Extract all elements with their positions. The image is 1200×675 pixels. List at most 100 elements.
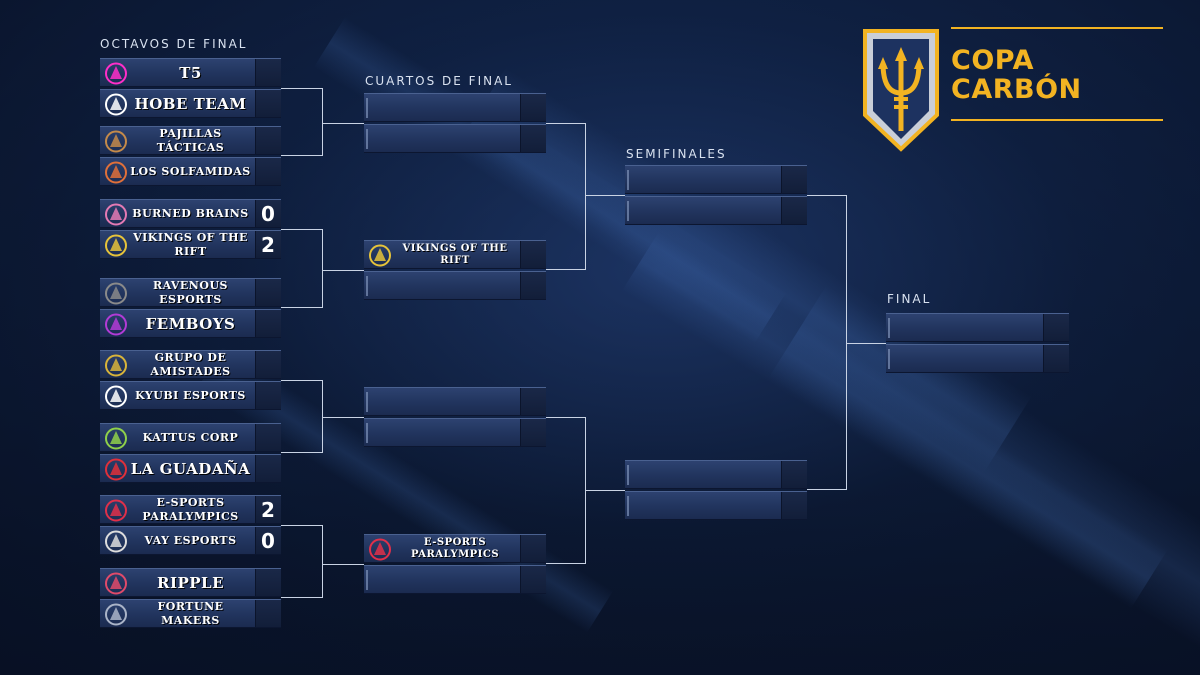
final-slot[interactable] <box>886 313 1069 342</box>
score-box <box>255 279 281 306</box>
qf-slot[interactable] <box>364 271 546 300</box>
team-score <box>520 419 546 446</box>
hobe-team-logo-icon <box>105 93 127 116</box>
ripple-logo-icon <box>105 572 127 595</box>
r16-slot[interactable]: GRUPO DE AMISTADES <box>100 350 281 379</box>
bracket-connector <box>546 417 586 564</box>
score-box <box>520 125 546 152</box>
team-name: BURNED BRAINS <box>132 206 249 220</box>
team-name: VAY ESPORTS <box>144 533 237 547</box>
qf-slot[interactable] <box>364 565 546 594</box>
score-box <box>781 166 807 193</box>
team-name <box>390 388 520 415</box>
sf-slot[interactable] <box>625 491 807 520</box>
sf-slot[interactable] <box>625 196 807 225</box>
team-score <box>255 424 281 451</box>
r16-slot[interactable]: LOS SOLFAMIDAS <box>100 157 281 186</box>
round-label-final: FINAL <box>887 292 932 306</box>
r16-slot[interactable]: FORTUNE MAKERS <box>100 599 281 628</box>
team-score <box>255 310 281 337</box>
sf-slot[interactable] <box>625 165 807 194</box>
r16-slot[interactable]: LA GUADAÑA <box>100 454 281 483</box>
esports-paralympics-logo-icon <box>369 538 391 561</box>
score-box <box>255 527 281 554</box>
team-score <box>520 241 546 268</box>
sf-slot[interactable] <box>625 460 807 489</box>
team-name: HOBE TEAM <box>134 94 247 113</box>
bracket-connector <box>586 195 625 196</box>
team-score <box>255 600 281 627</box>
r16-slot[interactable]: FEMBOYS <box>100 309 281 338</box>
vay-esports-logo-icon <box>105 530 127 553</box>
score-box <box>781 492 807 519</box>
score-box <box>255 351 281 378</box>
bracket-connector <box>281 380 323 453</box>
score-box <box>520 419 546 446</box>
team-name <box>390 272 520 299</box>
team-name: T5 <box>179 63 202 82</box>
femboys-logo-icon <box>105 313 127 336</box>
team-score: 2 <box>261 232 275 257</box>
team-name <box>912 345 1043 372</box>
brand-line-top <box>951 27 1163 29</box>
team-score <box>520 125 546 152</box>
empty-slot-marker <box>627 496 629 516</box>
team-score <box>520 388 546 415</box>
team-name: KYUBI ESPORTS <box>135 388 246 402</box>
score-box <box>255 382 281 409</box>
bracket-connector <box>323 564 364 565</box>
team-score <box>781 166 807 193</box>
score-box <box>520 241 546 268</box>
r16-slot[interactable]: RAVENOUS ESPORTS <box>100 278 281 307</box>
team-name <box>390 419 520 446</box>
r16-slot[interactable]: KATTUS CORP <box>100 423 281 452</box>
team-name: GRUPO DE AMISTADES <box>150 351 231 378</box>
team-score <box>781 461 807 488</box>
team-score <box>255 279 281 306</box>
team-name: LA GUADAÑA <box>130 459 251 478</box>
r16-slot[interactable]: RIPPLE <box>100 568 281 597</box>
team-name <box>912 314 1043 341</box>
team-name <box>390 125 520 152</box>
score-box <box>255 424 281 451</box>
r16-slot[interactable]: HOBE TEAM <box>100 89 281 118</box>
pajillas-tacticas-logo-icon <box>105 130 127 153</box>
qf-slot[interactable]: VIKINGS OF THE RIFT <box>364 240 546 269</box>
team-name: RIPPLE <box>156 573 225 592</box>
qf-slot[interactable] <box>364 93 546 122</box>
empty-slot-marker <box>366 570 368 590</box>
team-score <box>520 566 546 593</box>
team-name: LOS SOLFAMIDAS <box>130 164 251 178</box>
r16-slot[interactable]: KYUBI ESPORTS <box>100 381 281 410</box>
team-score <box>781 197 807 224</box>
empty-slot-marker <box>366 98 368 118</box>
bracket-connector <box>281 525 323 598</box>
r16-slot[interactable]: PAJILLAS TÁCTICAS <box>100 126 281 155</box>
bracket-connector <box>323 417 364 418</box>
team-name: FEMBOYS <box>145 314 236 333</box>
qf-slot[interactable]: E-SPORTS PARALYMPICS <box>364 534 546 563</box>
team-score <box>520 272 546 299</box>
qf-slot[interactable] <box>364 124 546 153</box>
score-box <box>255 310 281 337</box>
score-box <box>1043 345 1069 372</box>
score-box <box>255 200 281 227</box>
kattus-corp-logo-icon <box>105 427 127 450</box>
la-guadana-logo-icon <box>105 458 127 481</box>
score-box <box>255 496 281 523</box>
team-score <box>255 158 281 185</box>
score-box <box>255 455 281 482</box>
empty-slot-marker <box>366 276 368 296</box>
final-slot[interactable] <box>886 344 1069 373</box>
qf-slot[interactable] <box>364 387 546 416</box>
qf-slot[interactable] <box>364 418 546 447</box>
score-box <box>255 90 281 117</box>
team-name: FORTUNE MAKERS <box>157 600 224 627</box>
empty-slot-marker <box>366 129 368 149</box>
r16-slot[interactable]: T5 <box>100 58 281 87</box>
